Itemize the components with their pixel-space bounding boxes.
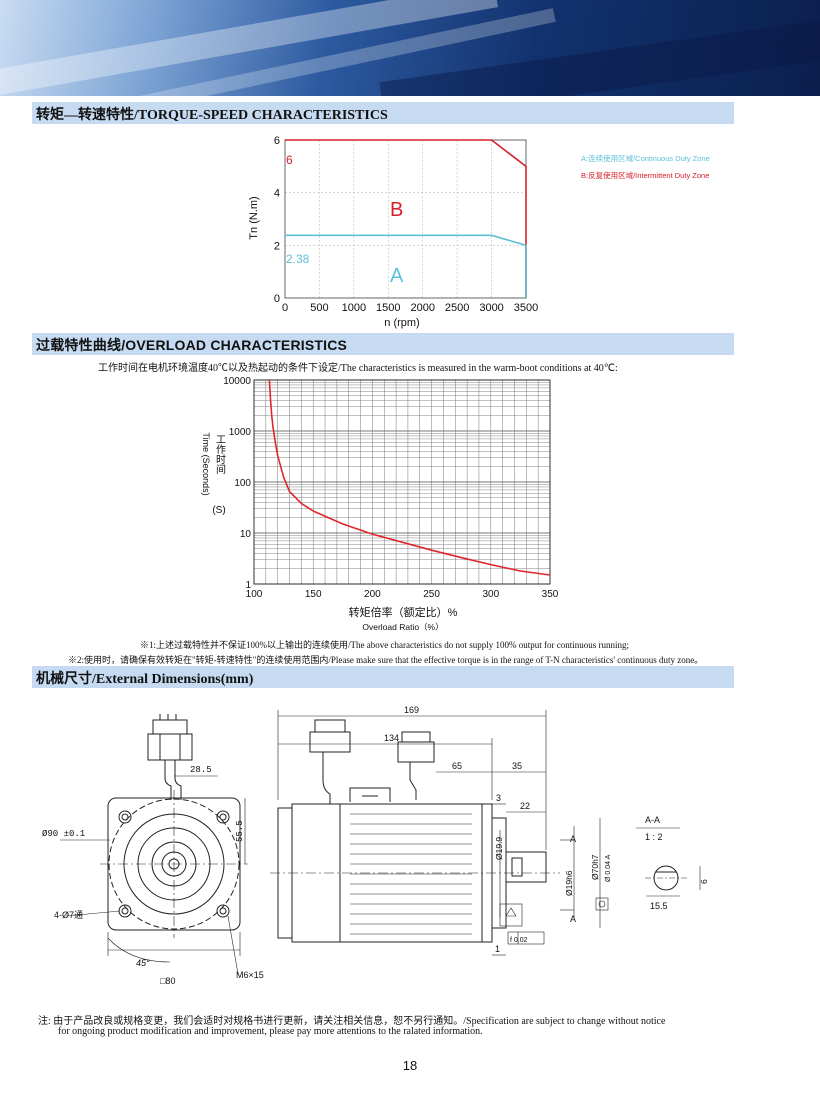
section-title-overload: 过载特性曲线/OVERLOAD CHARACTERISTICS — [36, 337, 348, 353]
overload-chart: 100 150 200 250 300 350 1 10 100 1000 10000 Time (… — [201, 376, 559, 632]
dim-65: 65 — [452, 761, 462, 771]
ol-y-tick-label: 10000 — [223, 376, 251, 387]
dim-15-5: 15.5 — [650, 901, 668, 911]
section-bar-dimensions: 机械尺寸/External Dimensions(mm) — [32, 666, 734, 688]
section-scale: 1 : 2 — [645, 832, 663, 842]
ol-y-tick-label: 100 — [234, 478, 251, 489]
ol-xlabel-cn: 转矩倍率（额定比）% — [349, 605, 458, 619]
tn-y-tick-label: 0 — [274, 293, 280, 305]
front-view — [60, 714, 248, 975]
section-title-dimensions: 机械尺寸/External Dimensions(mm) — [36, 672, 254, 687]
ol-series-line — [268, 379, 551, 576]
tn-x-tick-label: 2500 — [445, 302, 469, 314]
ol-x-tick-label: 150 — [305, 589, 322, 600]
tn-series-line — [285, 234, 527, 298]
page-number: 18 — [402, 1058, 418, 1073]
tn-y-tick-label: 4 — [274, 188, 280, 200]
tn-x-tick-label: 1000 — [342, 302, 366, 314]
section-bar-torque: 转矩—转速特性/TORQUE-SPEED CHARACTERISTICS — [32, 102, 734, 124]
marker-a-top: A — [570, 834, 576, 844]
ol-grid — [253, 379, 551, 585]
tn-x-axis-label: n (rpm) — [384, 317, 419, 329]
footer-note-line1: 注: 由于产品改良或规格变更，我们会适时对规格书进行更新，请关注相关信息，恕不另… — [38, 1016, 666, 1027]
tn-zone-b-label: B — [390, 199, 403, 221]
section-title-torque: 转矩—转速特性/TORQUE-SPEED CHARACTERISTICS — [36, 108, 388, 123]
tn-legend-a: A:连续使用区域/Continuous Duty Zone — [581, 153, 710, 163]
ol-y-tick-label: 10 — [240, 529, 252, 540]
ol-y-tick-label: 1000 — [229, 427, 252, 438]
dim-square: □80 — [160, 976, 175, 986]
section-view — [636, 827, 701, 897]
tn-x-tick-label: 0 — [282, 302, 288, 314]
ol-x-tick-label: 100 — [246, 589, 263, 600]
ol-plot-frame — [253, 379, 551, 585]
dim-phi19-9: Ø19.9 — [494, 837, 504, 860]
overload-caption: 工作时间在电机环境温度40℃以及热起动的条件下设定/The characteri… — [98, 363, 618, 374]
tn-series-line — [285, 139, 527, 298]
dim-6: 6 — [699, 879, 709, 884]
dim-28-5: 28.5 — [190, 765, 212, 775]
dim-flatness: f 0.02 — [510, 937, 528, 944]
tn-plot-frame — [284, 139, 527, 299]
ol-x-tick-label: 300 — [482, 589, 499, 600]
dim-134: 134 — [384, 733, 399, 743]
tn-x-tick-label: 500 — [310, 302, 328, 314]
ol-series — [268, 379, 551, 576]
ol-x-tick-label: 250 — [423, 589, 440, 600]
tn-y-tick-label: 6 — [274, 135, 280, 147]
overload-note-2: ※2:使用时，请确保有效转矩在"转矩-转速特性"的连续使用范围内/Please … — [68, 655, 704, 665]
ol-ylabel-cn: 工作时间 — [214, 434, 226, 475]
dim-phi70h7: Ø70h7 — [590, 854, 600, 880]
tn-grid — [284, 139, 527, 299]
tn-series — [285, 139, 527, 298]
dim-22: 22 — [520, 801, 530, 811]
tn-legend-b: B:反复使用区域/Intermittent Duty Zone — [581, 170, 709, 180]
tn-axes: 0 500 1000 1500 2000 2500 3000 3500 0 2 4 6 — [274, 135, 538, 314]
side-view — [270, 710, 609, 956]
tn-y-tick-label: 2 — [274, 240, 280, 252]
header-banner — [0, 0, 820, 96]
tn-rated-label: 2.38 — [286, 252, 310, 266]
tn-x-tick-label: 3500 — [514, 302, 538, 314]
section-title: A-A — [645, 815, 660, 825]
marker-a-bottom: A — [570, 914, 576, 924]
dim-phi19h6: Ø19h6 — [564, 870, 574, 896]
dim-angle: 45° — [136, 958, 150, 968]
ol-ylabel-en: Time (Seconds) — [201, 432, 211, 495]
ol-y-tick-label: 1 — [245, 580, 251, 591]
dim-phi90: Ø90 ±0.1 — [42, 829, 85, 839]
tn-y-axis-label: Tn (N.m) — [248, 196, 260, 239]
ol-xlabel-en: Overload Ratio（%） — [362, 622, 443, 632]
tn-peak-label: 6 — [286, 153, 293, 167]
footer-note-line2: for ongoing product modification and imp… — [58, 1026, 483, 1037]
dimension-drawing: 28.5 55.5 Ø90 ±0.1 4-Ø7通 45° □80 M6×15 — [42, 705, 709, 986]
dim-55-5: 55.5 — [235, 820, 245, 842]
tn-zone-a-label: A — [390, 265, 404, 287]
dim-3: 3 — [496, 793, 501, 803]
ol-x-tick-label: 200 — [364, 589, 381, 600]
dim-35: 35 — [512, 761, 522, 771]
dim-runout: Ø 0.04 A — [605, 854, 612, 882]
ol-axes: 100 150 200 250 300 350 1 10 100 1000 10000 — [223, 376, 559, 600]
overload-note-1: ※1:上述过载特性并不保证100%以上输出的连续使用/The above cha… — [140, 640, 629, 650]
dim-thread: M6×15 — [236, 970, 264, 980]
ol-ylabel-unit: (S) — [212, 505, 225, 516]
ol-x-tick-label: 350 — [542, 589, 559, 600]
tn-x-tick-label: 2000 — [410, 302, 434, 314]
section-bar-overload: 过载特性曲线/OVERLOAD CHARACTERISTICS — [32, 333, 734, 355]
dim-169: 169 — [404, 705, 419, 715]
dim-1: 1 — [495, 944, 500, 954]
tn-x-tick-label: 3000 — [479, 302, 503, 314]
dim-holes: 4-Ø7通 — [54, 910, 83, 920]
tn-x-tick-label: 1500 — [376, 302, 400, 314]
